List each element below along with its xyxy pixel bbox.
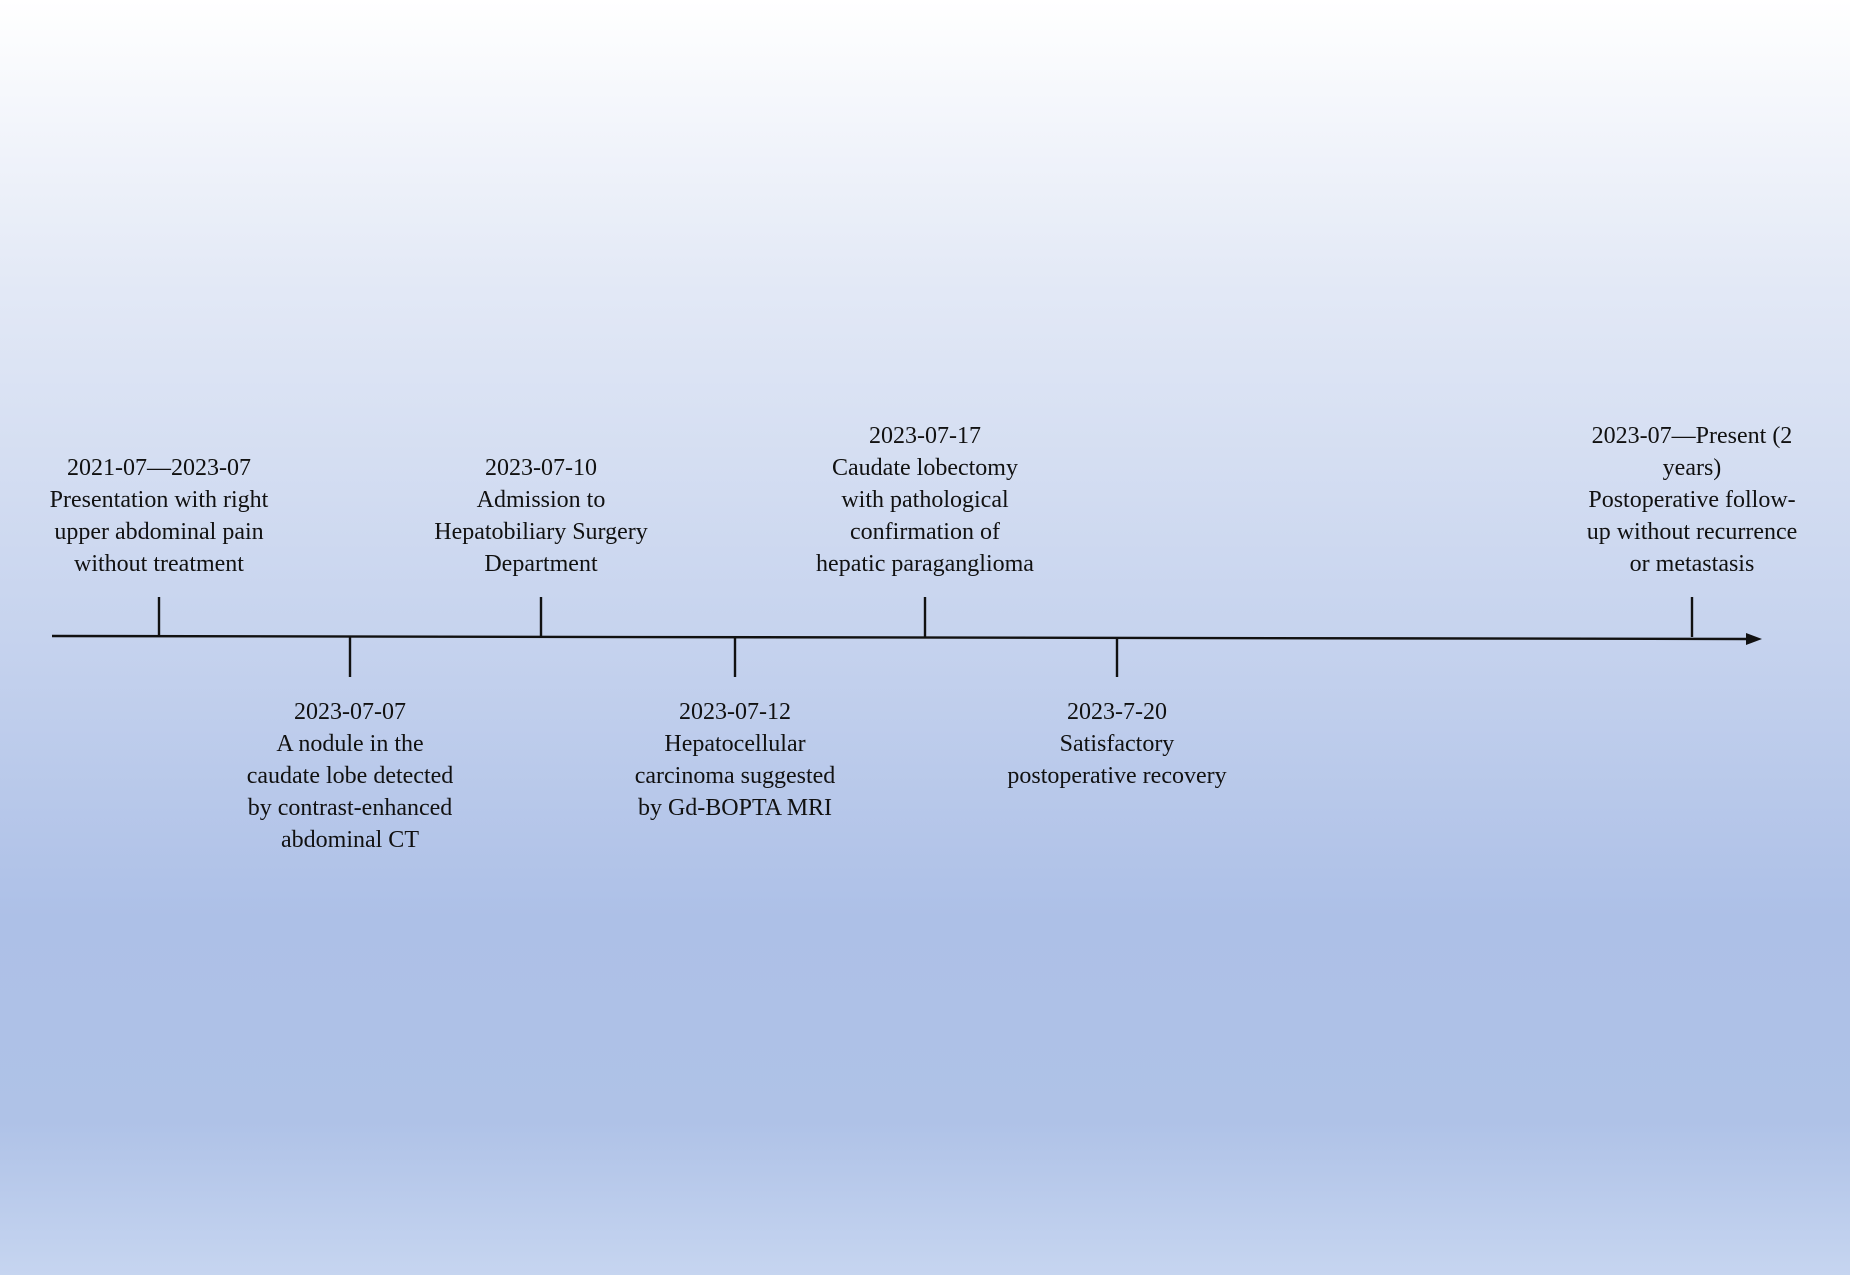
event-date: 2023-07-12 (679, 699, 791, 725)
event-description-line: or metastasis (1629, 551, 1755, 577)
event-date: 2023-07-17 (869, 423, 981, 449)
timeline-arrowhead (1746, 633, 1762, 645)
event-description-line: Caudate lobectomy (832, 455, 1018, 481)
event-description-line: carcinoma suggested (634, 763, 836, 789)
timeline-axis (51, 634, 1749, 641)
event-description-line: by contrast-enhanced (247, 795, 453, 821)
event-description-line: Hepatobiliary Surgery (434, 519, 648, 545)
event-label-ct: 2023-07-07 A nodule in the caudate lobe de… (210, 696, 490, 856)
event-description-line: by Gd-BOPTA MRI (637, 795, 833, 821)
event-description-line: hepatic paraganglioma (816, 551, 1034, 577)
event-date: 2023-07-10 (485, 455, 597, 481)
event-date: 2021-07—2023-07 (67, 455, 251, 481)
event-description-line: confirmation of (850, 519, 1000, 545)
event-description-line: postoperative recovery (1007, 763, 1227, 789)
event-date: 2023-07-07 (294, 699, 406, 725)
event-description-line: upper abdominal pain (54, 519, 264, 545)
event-description-line: Postoperative follow- (1588, 487, 1796, 513)
event-description-line: A nodule in the (276, 731, 424, 757)
event-description-line: Presentation with right (49, 487, 269, 513)
event-description-line: abdominal CT (281, 827, 419, 853)
event-date: 2023-07—Present (2 (1591, 423, 1793, 449)
event-description-line: caudate lobe detected (246, 763, 454, 789)
event-description-line: Hepatocellular (664, 731, 806, 757)
event-description-line: up without recurrence (1586, 519, 1798, 545)
event-description-line: years) (1662, 455, 1722, 481)
event-description-line: without treatment (74, 551, 244, 577)
event-description-line: with pathological (841, 487, 1009, 513)
event-description-line: Admission to (476, 487, 606, 513)
event-date: 2023-7-20 (1067, 699, 1167, 725)
event-description-line: Department (484, 551, 598, 577)
event-label-followup: 2023-07—Present (2 years) Postoperative fo… (1552, 420, 1832, 580)
event-description-line: Satisfactory (1059, 731, 1175, 757)
